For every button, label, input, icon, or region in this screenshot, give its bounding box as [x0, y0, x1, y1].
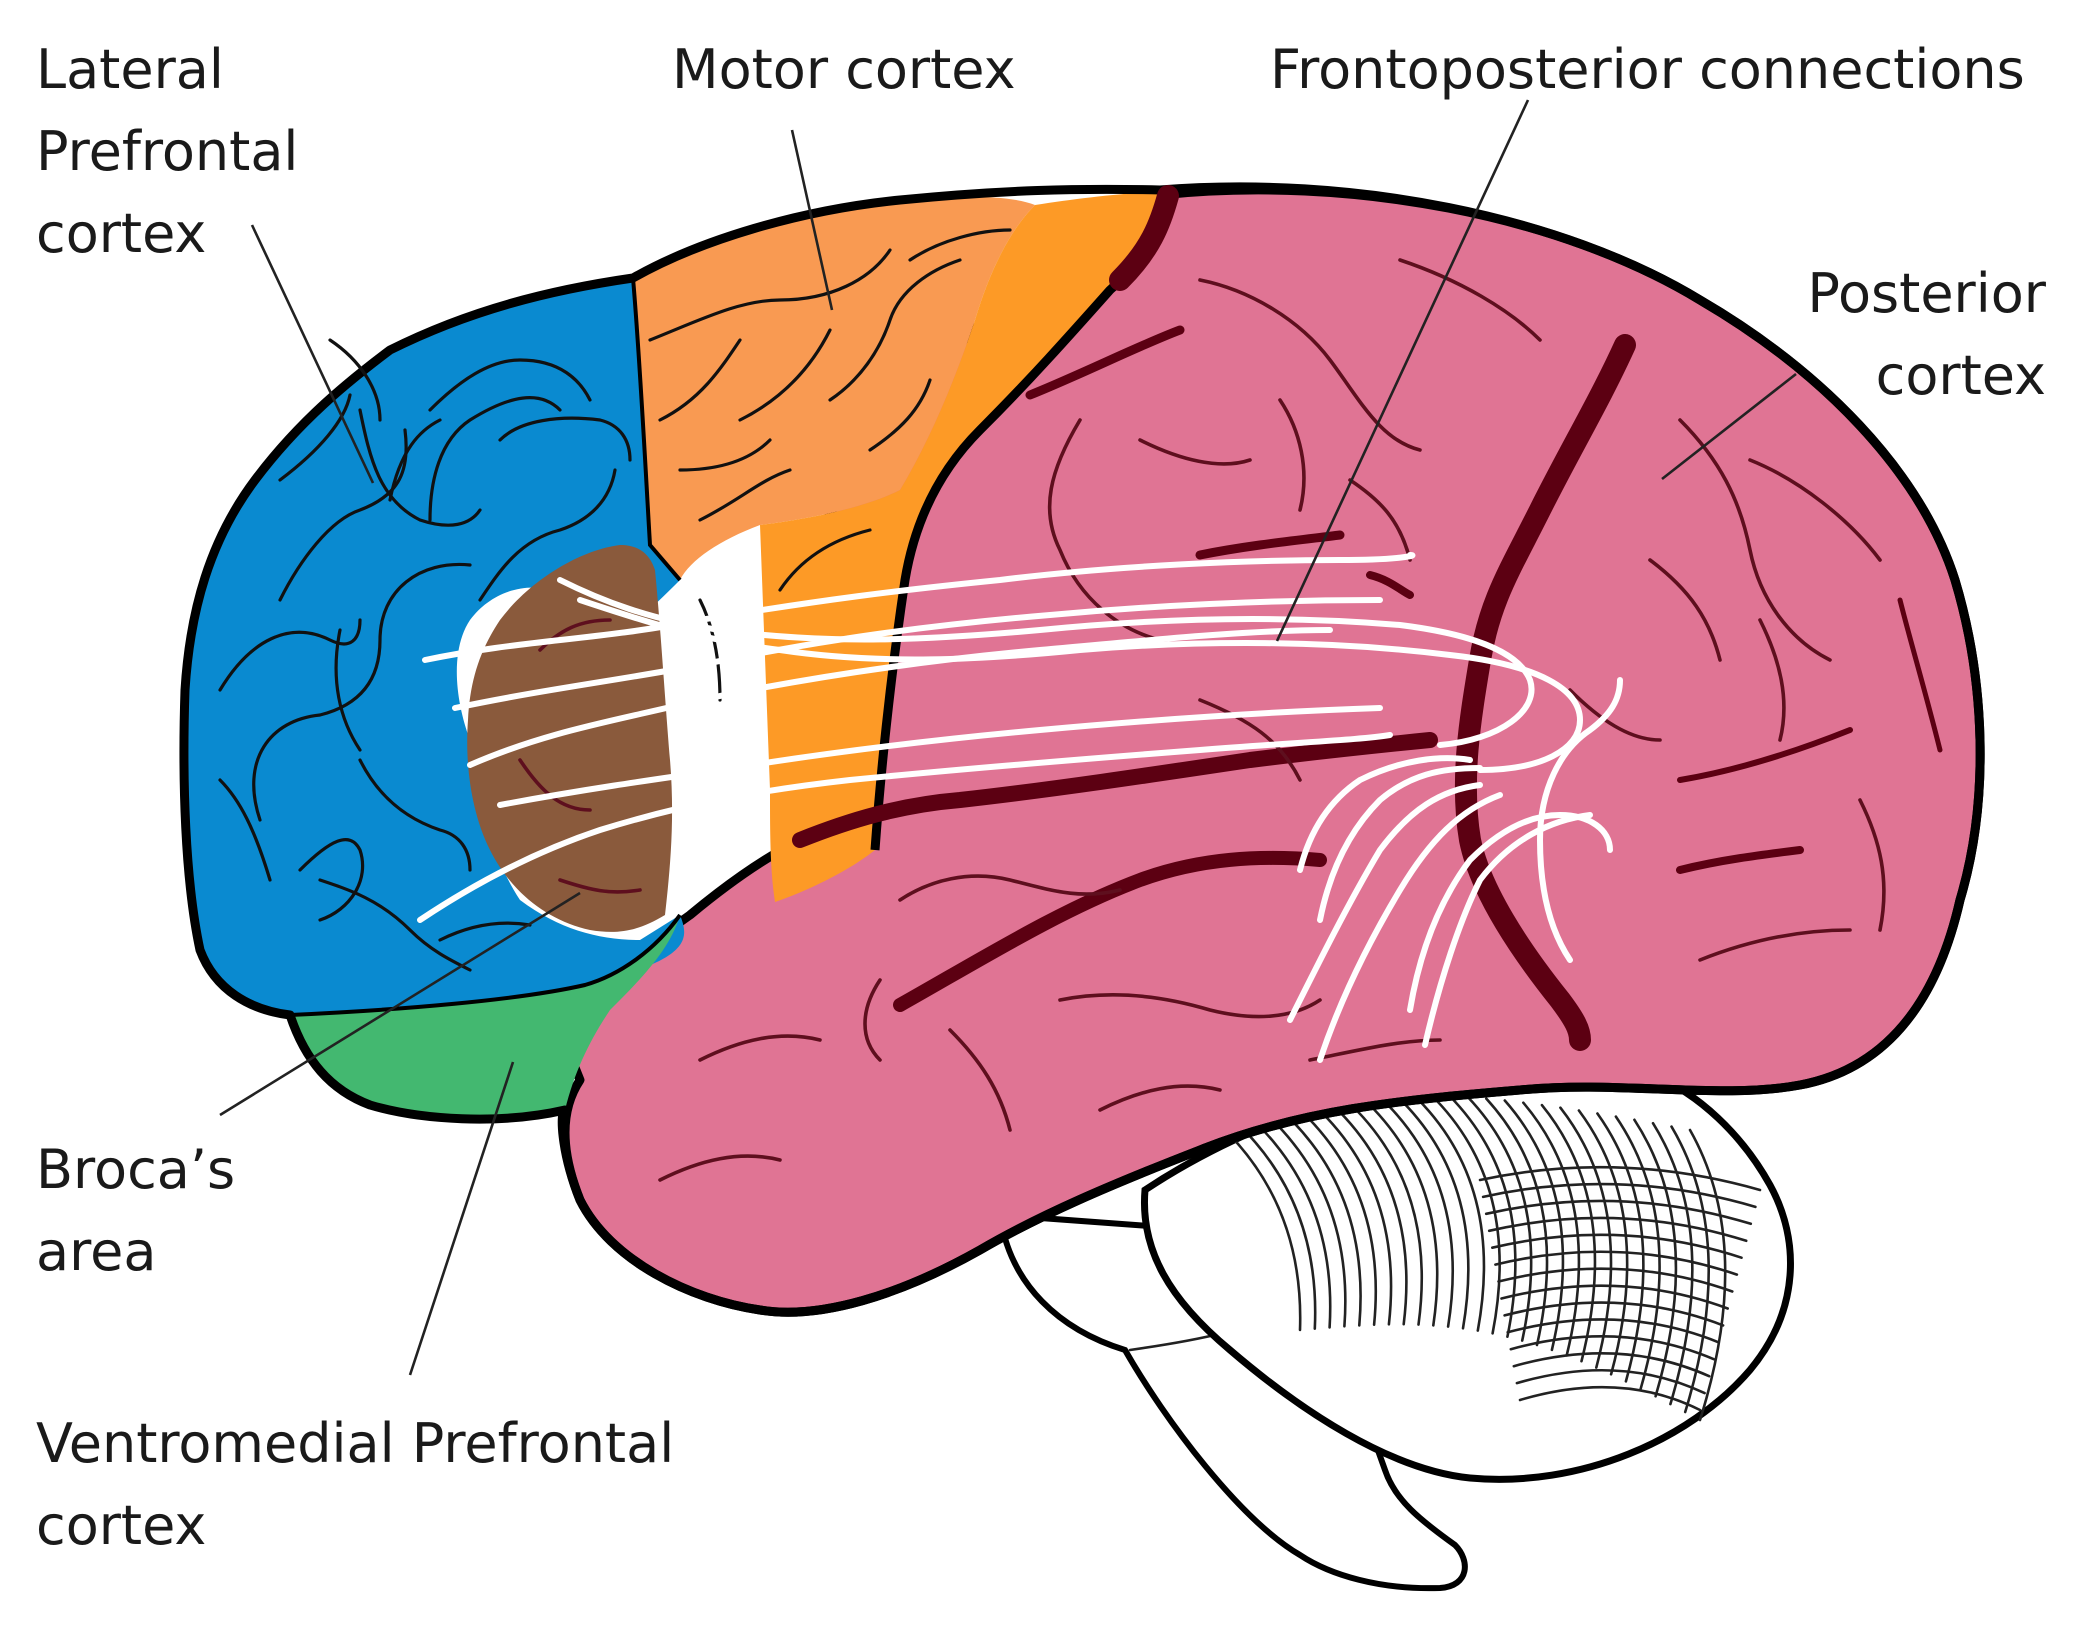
superior-temporal-sulcus: [893, 850, 1327, 1012]
cerebellum-folium: [1481, 1182, 1757, 1209]
frontoposterior-tracts: [417, 552, 1623, 1063]
label-broca: Broca’s area: [36, 1138, 235, 1283]
leader-lines: [219, 99, 1797, 1376]
cerebellum-folium: [1466, 1095, 1533, 1342]
cerebellum-folium: [1633, 1118, 1678, 1398]
leader-broca: [219, 891, 581, 1117]
cerebellum-folium: [1688, 1128, 1727, 1422]
svg-text:Ventromedial Prefrontal: Ventromedial Prefrontal: [36, 1412, 674, 1475]
cerebellum-folium: [1500, 1284, 1729, 1310]
motor-gyri: [648, 228, 1012, 702]
cerebellum-folium: [1491, 1233, 1743, 1259]
label-posterior-cortex: Posterior cortex: [1807, 262, 2046, 407]
frontal-motor-boundary: [631, 277, 682, 582]
cerebellum-folium: [1515, 1369, 1706, 1395]
cerebellum-folium: [1503, 1099, 1565, 1352]
leader-vmpfc: [408, 1061, 515, 1376]
svg-text:Lateral: Lateral: [36, 38, 224, 101]
cerebellum-folium: [1392, 1091, 1470, 1330]
cerebellum-folium: [1478, 1165, 1762, 1192]
cerebellum-folium: [1506, 1318, 1720, 1344]
cerebellum-folium: [1512, 1352, 1711, 1378]
motor-cortex-front-region: [633, 196, 1035, 580]
cerebellum-folium: [1670, 1125, 1711, 1414]
cerebellum-folium: [1448, 1094, 1517, 1338]
leader-lateral-pfc: [250, 224, 375, 484]
cerebellum-folium: [1336, 1091, 1424, 1326]
vmpfc-region: [290, 915, 680, 1120]
sulcus-e: [1677, 727, 1853, 783]
cerebellum-folium: [1410, 1092, 1486, 1332]
cerebellum-folium: [1484, 1199, 1753, 1226]
lateral-pfc-region: [183, 278, 685, 1015]
svg-text:area: area: [36, 1220, 156, 1283]
label-lateral-pfc: Lateral Prefrontal cortex: [36, 38, 298, 265]
svg-text:cortex: cortex: [36, 1494, 206, 1557]
sulcus-f: [1897, 597, 1943, 753]
cerebellum-folium: [1651, 1121, 1694, 1406]
broca-region: [467, 545, 673, 932]
cerebellum-folium: [1518, 1385, 1702, 1412]
cerebellum-folium: [1355, 1091, 1439, 1327]
vmpfc-boundary: [289, 913, 682, 1017]
parieto-occipital-sulcus: [1454, 334, 1636, 1051]
svg-text:Posterior: Posterior: [1807, 262, 2046, 325]
cerebellum-folium: [1429, 1093, 1501, 1335]
label-vmpfc: Ventromedial Prefrontal cortex: [36, 1412, 674, 1557]
brain-outline: [179, 182, 1985, 1317]
cerebellum-folium: [1373, 1091, 1454, 1328]
label-frontoposterior: Frontoposterior connections: [1270, 38, 2025, 101]
cerebellum-folium: [1318, 1091, 1408, 1326]
cerebellum-folium: [1487, 1216, 1748, 1243]
svg-text:Prefrontal: Prefrontal: [36, 120, 298, 183]
cerebellum-folium: [1559, 1106, 1613, 1369]
cerebellum-folium: [1497, 1267, 1734, 1293]
svg-text:Broca’s: Broca’s: [36, 1138, 235, 1201]
cerebellum-folium: [1577, 1109, 1629, 1376]
svg-text:cortex: cortex: [36, 202, 206, 265]
cerebellum-folium: [1596, 1112, 1645, 1383]
cerebellum-folium: [1494, 1250, 1739, 1276]
sylvian-fissure: [792, 732, 1438, 848]
sulcus-c: [1366, 571, 1414, 599]
cerebellum-folium: [1503, 1301, 1725, 1327]
central-sulcus: [1109, 185, 1179, 291]
cerebellum-folia: [1188, 1091, 1762, 1422]
cerebellum-folium: [1522, 1101, 1581, 1357]
sulcus-d: [1676, 846, 1804, 874]
frontal-gyri: [218, 338, 632, 972]
cerebellum-folium: [1509, 1335, 1716, 1361]
leader-posterior: [1661, 372, 1797, 481]
motor-cortex-back-region: [760, 192, 1165, 902]
leader-frontoposterior: [1275, 99, 1530, 642]
sulcus-a: [1025, 325, 1185, 400]
leader-motor: [790, 129, 834, 311]
svg-text:cortex: cortex: [1876, 344, 2046, 407]
label-motor-cortex: Motor cortex: [672, 38, 1016, 101]
